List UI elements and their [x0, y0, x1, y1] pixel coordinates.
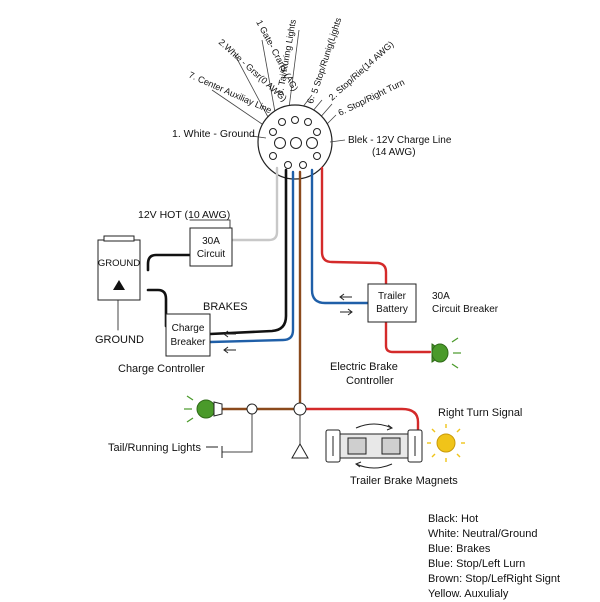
connector-pin [306, 137, 318, 149]
black-wire [208, 168, 288, 336]
arrow-left-icon [223, 346, 236, 354]
callout-line [234, 54, 269, 118]
connector-pin [290, 137, 302, 149]
breaker-label-sub: Circuit Breaker [432, 304, 499, 315]
circuit-label-sub: Circuit [197, 249, 226, 260]
green-lamp-icon [431, 337, 461, 369]
arrow-left-icon [339, 293, 352, 301]
arrow-left-icon [223, 330, 236, 338]
hot-label: 12V HOT (10 AWG) [138, 209, 230, 221]
charge-breaker-box [165, 313, 211, 357]
callout-line [261, 39, 276, 113]
connector-pin [269, 128, 277, 136]
tail-light-lead [221, 408, 253, 453]
tail-lights-label: Tail/Running Lights [108, 442, 201, 454]
charge-controller-label: Charge Controller [118, 363, 205, 375]
ebc-label: Electric Brake [330, 361, 398, 373]
legend-item: Blue: Brakes [428, 543, 491, 555]
connector-pin [304, 118, 312, 126]
callout-line [288, 29, 300, 109]
ebc-label-sub: Controller [346, 375, 394, 387]
connector-pin [274, 137, 286, 149]
ground-symbol [291, 442, 309, 459]
junction-node [293, 402, 307, 416]
pin-label: 5 Stop/Runig(Ljghts [309, 16, 343, 95]
pin-label: 6. [305, 95, 316, 104]
circuit-label: 30A [202, 236, 220, 247]
pin-right-label-sub: (14 AWG) [372, 147, 416, 158]
seven-way-connector [251, 104, 346, 180]
circuit-box [189, 227, 233, 267]
white-wire [230, 166, 279, 242]
legend-item: Blue: Stop/Left Lurn [428, 558, 526, 570]
arrow-right-icon [340, 308, 353, 316]
legend-item: White: Neutral/Ground [428, 528, 538, 540]
tail-lamp-icon [184, 395, 223, 423]
connector-pin [291, 116, 299, 124]
ground-box-cap [103, 235, 135, 242]
black-wire-ground [146, 288, 168, 328]
ground-arrow-icon [113, 280, 125, 290]
connector-pin [313, 128, 321, 136]
brake-magnets-label: Trailer Brake Magnets [350, 475, 458, 487]
blue-wire-battery [310, 168, 370, 305]
hot-callout [189, 219, 231, 229]
connector-pin [278, 118, 286, 126]
pin-right-label: Blek - 12V Charge Line [348, 135, 452, 146]
brakes-label: BRAKES [203, 301, 248, 313]
pin-left-label: 1. White - Ground [172, 128, 255, 140]
callout-line [329, 139, 346, 143]
callout-line [211, 89, 263, 125]
ground-label: GROUND [95, 334, 144, 346]
trailer-battery-box [367, 283, 417, 323]
trailer-battery-label-sub: Battery [376, 304, 408, 315]
charge-breaker-label-sub: Breaker [170, 337, 206, 348]
trailer-battery-label: Trailer [378, 291, 407, 302]
legend-item: Brown: Stop/LefRight Signt [428, 573, 561, 585]
connector-pin [299, 161, 307, 169]
right-turn-label: Right Turn Signal [438, 407, 522, 419]
red-wire-brake [384, 320, 432, 354]
red-wire-battery [320, 166, 388, 286]
callout-line [251, 135, 267, 139]
sun-lamp-icon [427, 424, 465, 462]
connector-pin [284, 161, 292, 169]
blue-wire [208, 170, 295, 344]
wire-color-legend: Black: Hot White: Neutral/Ground Blue: B… [428, 512, 560, 602]
charge-breaker-label: Charge [172, 323, 205, 334]
legend-item: Yellow. Auxulialy [428, 588, 509, 600]
black-wire-hot [146, 253, 192, 272]
breaker-label: 30A [432, 291, 450, 302]
ground-box-label: GROUND [98, 258, 140, 269]
brake-magnets-icon [325, 423, 423, 469]
red-wire-turn [298, 407, 420, 442]
ground-box [97, 239, 141, 301]
connector-pin [269, 152, 277, 160]
connector-pin [313, 152, 321, 160]
legend-item: Black: Hot [428, 513, 479, 525]
junction-node [246, 403, 258, 415]
